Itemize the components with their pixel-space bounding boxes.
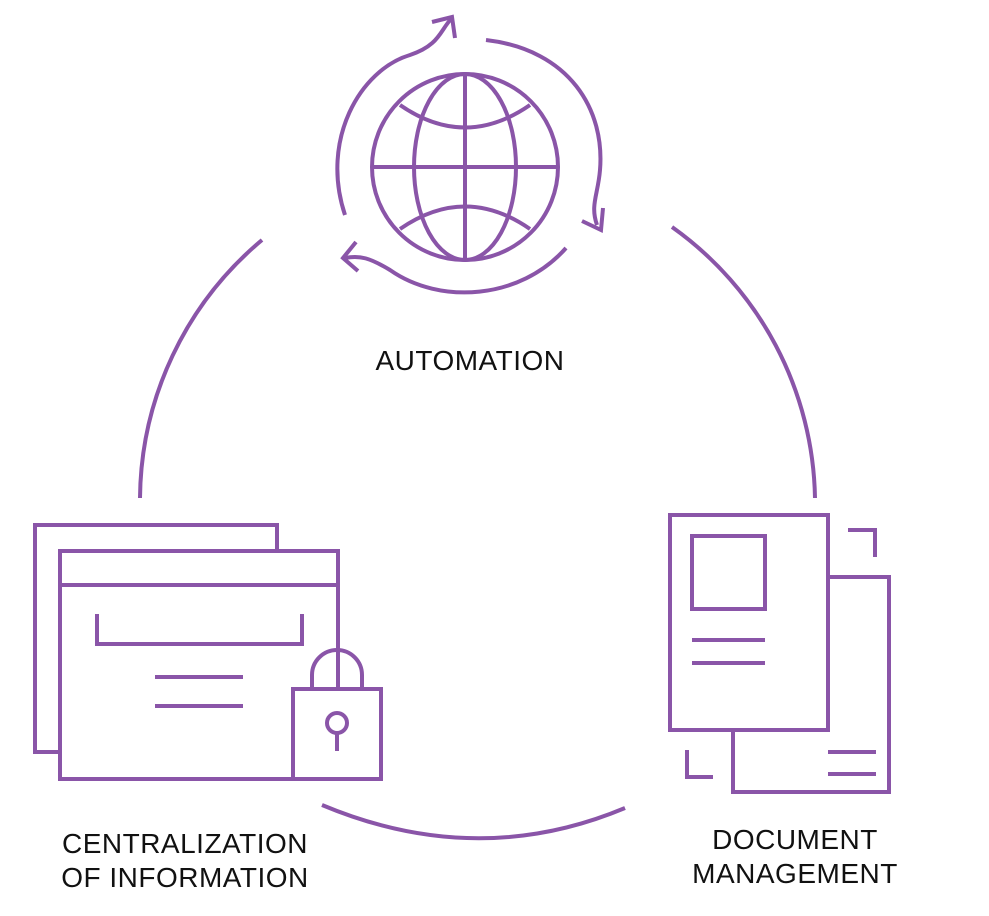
cycle-arrow-right: [485, 38, 603, 226]
document-label-line1: DOCUMENT: [712, 824, 878, 855]
locked-windows-icon: [33, 523, 383, 781]
cycle-arrow-top: [335, 16, 454, 216]
document-label: DOCUMENT MANAGEMENT: [640, 823, 950, 891]
centralization-label-line1: CENTRALIZATION: [61, 828, 309, 859]
automation-label: AUTOMATION: [320, 344, 620, 378]
cycle-ring: [138, 225, 817, 841]
ring-arc-right: [670, 225, 817, 499]
automation-label-text: AUTOMATION: [375, 345, 565, 376]
lock-icon: [291, 648, 383, 781]
ring-arc-bottom: [321, 803, 626, 841]
ring-arc-left: [138, 238, 264, 499]
centralization-label: CENTRALIZATION OF INFORMATION: [20, 827, 350, 895]
globe-cycle-icon: [335, 14, 605, 295]
document-label-line2: MANAGEMENT: [692, 858, 898, 889]
cycle-arrow-bottom: [344, 246, 568, 295]
centralization-label-line2: OF INFORMATION: [61, 862, 309, 893]
documents-icon: [668, 513, 891, 794]
